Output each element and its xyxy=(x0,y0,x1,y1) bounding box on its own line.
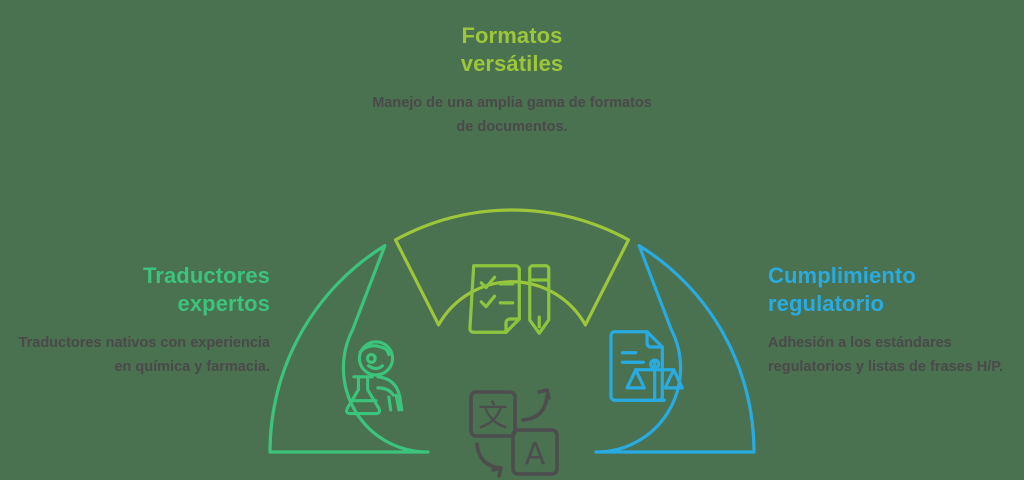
fan-diagram: 文 A xyxy=(255,200,769,480)
section-compliance-title: Cumplimiento regulatorio xyxy=(768,262,1018,318)
translate-source-glyph: 文 xyxy=(478,399,508,434)
section-translators-description: Traductores nativos con experiencia en q… xyxy=(18,335,270,375)
section-compliance-title-line2: regulatorio xyxy=(768,291,884,317)
section-formats-text: Formatos versátiles Manejo de una amplia … xyxy=(362,22,662,139)
section-translators-title-line2: expertos xyxy=(177,291,270,317)
section-translators-title-line1: Traductores xyxy=(142,263,270,288)
translate-target-glyph: A xyxy=(525,437,546,472)
translate-arrow-up-icon xyxy=(521,388,551,422)
translate-source-box xyxy=(469,390,517,438)
chemist-scientist-flask-icon xyxy=(345,340,404,416)
segment-translators[interactable] xyxy=(268,244,430,454)
document-scales-justice-icon xyxy=(609,330,684,402)
translate-language-icon[interactable]: 文 A xyxy=(469,388,559,478)
section-formats-title-line1: Formatos xyxy=(461,23,563,48)
section-compliance-text: Cumplimiento regulatorio Adhesión a los e… xyxy=(768,262,1018,379)
section-translators-title: Traductores expertos xyxy=(18,262,270,318)
section-formats-description: Manejo de una amplia gama de formatos de… xyxy=(372,95,652,135)
translate-target-box xyxy=(511,428,559,476)
section-compliance-description: Adhesión a los estándares regulatorios y… xyxy=(768,335,1004,375)
segment-compliance[interactable] xyxy=(594,244,756,454)
section-formats-title: Formatos versátiles xyxy=(362,22,662,78)
section-translators-text: Traductores expertos Traductores nativos … xyxy=(18,262,270,379)
translate-arrow-down-icon xyxy=(475,442,503,478)
document-checklist-pen-icon xyxy=(468,264,551,335)
segment-formats[interactable] xyxy=(393,208,631,327)
section-formats-title-line2: versátiles xyxy=(460,51,564,77)
section-compliance-title-line1: Cumplimiento xyxy=(768,263,916,288)
